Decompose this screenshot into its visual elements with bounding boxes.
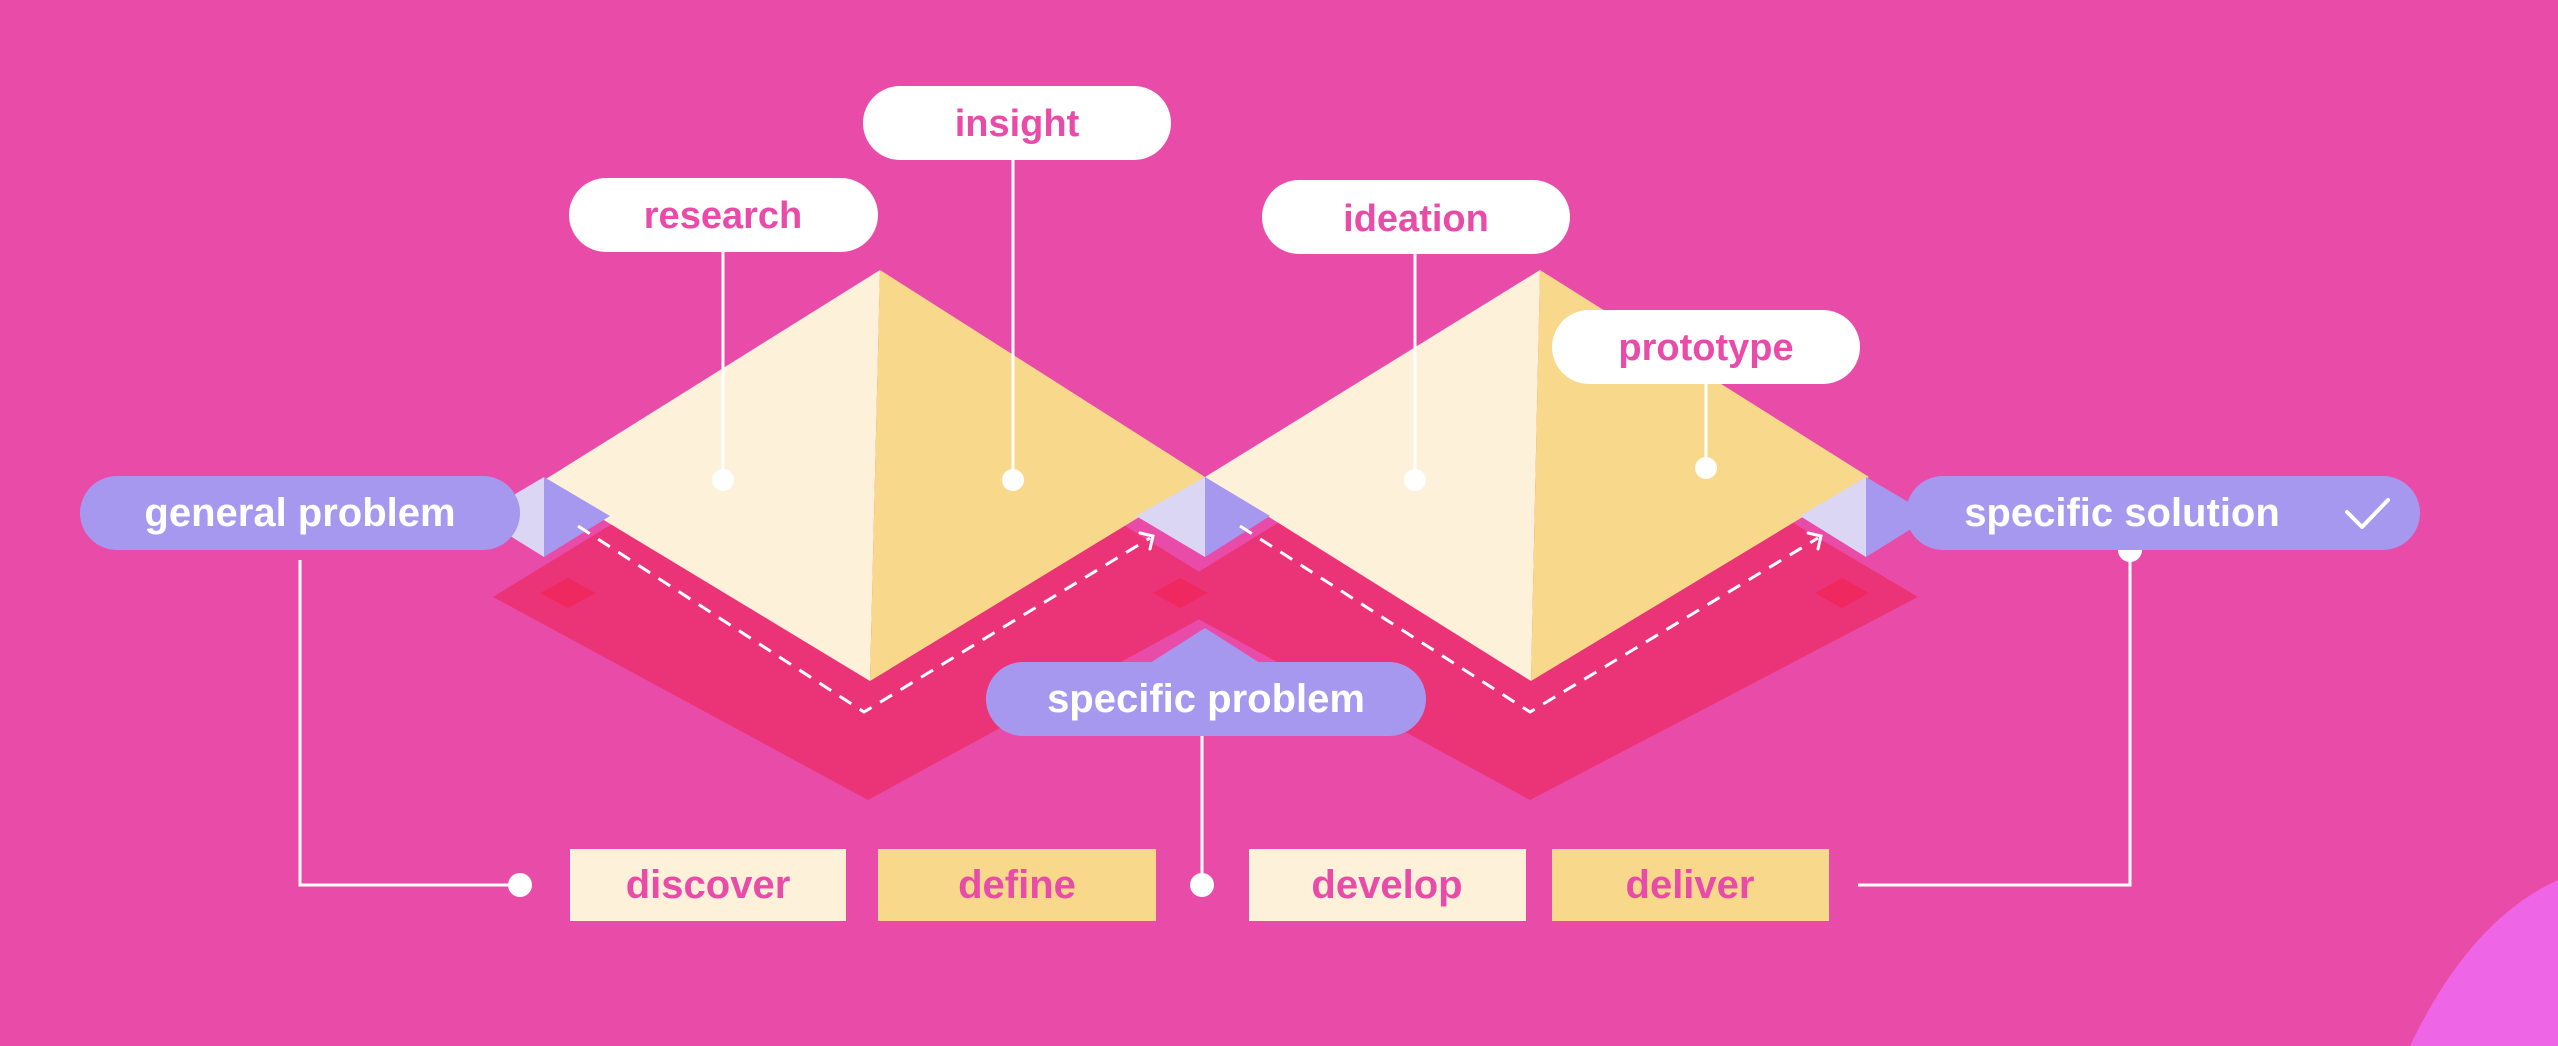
arrowhead-icon <box>1806 531 1823 551</box>
pill-general-problem-label: general problem <box>144 491 455 535</box>
callout-insight-label: insight <box>955 103 1080 145</box>
phase-deliver-label: deliver <box>1626 863 1755 907</box>
diamond-2-develop-face <box>1205 270 1540 681</box>
phase-define: define <box>878 849 1156 921</box>
pill-specific-solution-label: specific solution <box>1964 491 2280 535</box>
diamond-1-define-face <box>870 270 1205 681</box>
flow-line-diamond-2 <box>1239 524 1819 714</box>
corner-blob <box>2410 880 2558 1046</box>
phase-define-label: define <box>958 863 1076 907</box>
insight-dot <box>1002 469 1024 491</box>
shadow-accent-left <box>540 578 596 608</box>
arrowhead-icon <box>1138 531 1155 551</box>
callout-prototype-label: prototype <box>1618 327 1793 369</box>
ideation-dot <box>1404 469 1426 491</box>
general-problem-dot <box>508 873 532 897</box>
pill-specific-problem: specific problem <box>986 662 1426 736</box>
callout-research-label: research <box>644 195 802 237</box>
specific-problem-dot <box>1190 873 1214 897</box>
joint-specific-problem <box>1136 477 1270 663</box>
shadow-accent-mid <box>1153 578 1208 608</box>
flow-line-diamond-1 <box>577 524 1151 714</box>
shadow-accent-right <box>1815 578 1869 608</box>
callout-insight: insight <box>863 86 1171 160</box>
callout-ideation-label: ideation <box>1343 198 1489 240</box>
prototype-dot <box>1695 457 1717 479</box>
phase-develop: develop <box>1249 849 1526 921</box>
callout-dots <box>712 457 1717 491</box>
callout-ideation: ideation <box>1262 180 1570 254</box>
bottom-connectors <box>298 550 2132 887</box>
phase-discover-label: discover <box>626 863 791 907</box>
diamond-1-discover-face <box>541 270 880 681</box>
callout-prototype: prototype <box>1552 310 1860 384</box>
callout-lines <box>721 158 1708 480</box>
pill-specific-solution: specific solution <box>1906 476 2420 550</box>
diamond-1 <box>541 270 1205 681</box>
specific-solution-connector <box>1858 550 2132 887</box>
general-problem-connector <box>298 560 520 887</box>
joint-solution <box>1800 477 1932 557</box>
pill-general-problem: general problem <box>80 476 520 550</box>
flow-lines <box>577 524 1819 714</box>
phase-develop-label: develop <box>1311 863 1462 907</box>
phase-discover: discover <box>570 849 846 921</box>
callout-research: research <box>569 178 878 252</box>
pill-specific-problem-label: specific problem <box>1047 677 1365 721</box>
check-icon <box>2345 498 2390 529</box>
phase-deliver: deliver <box>1552 849 1829 921</box>
flow-arrowheads <box>1138 531 1823 551</box>
research-dot <box>712 469 734 491</box>
